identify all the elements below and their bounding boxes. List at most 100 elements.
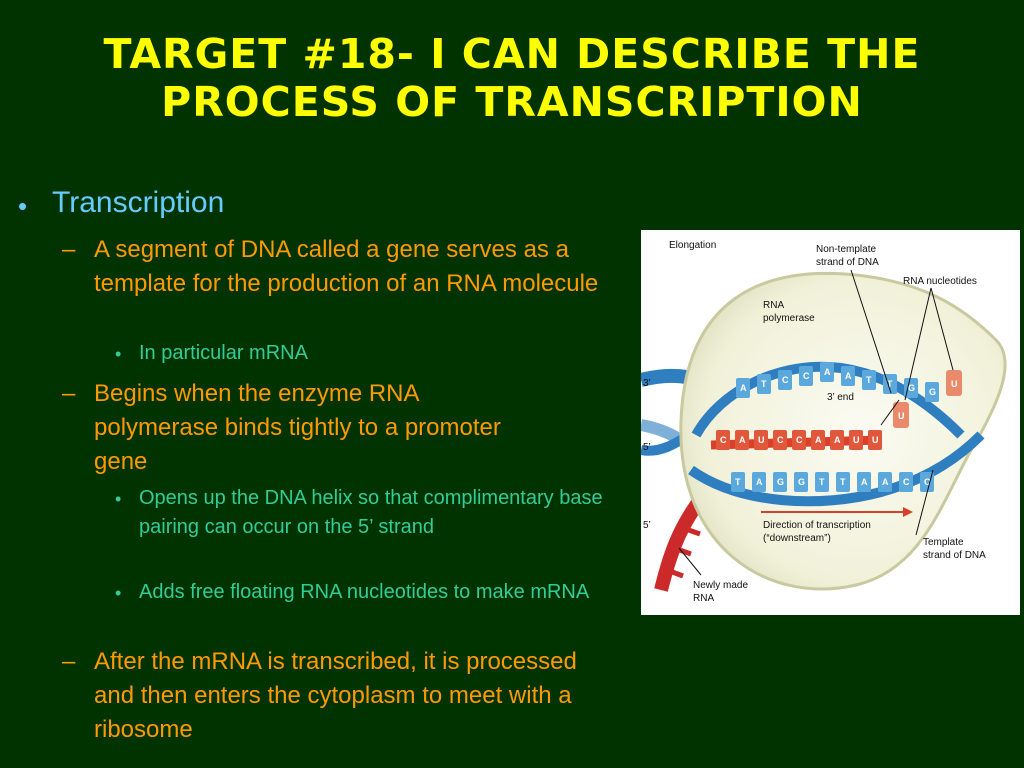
free-rna-nucleotide	[893, 402, 909, 428]
five-prime-label: 5’	[643, 442, 651, 453]
non-template-base-letter: A	[824, 367, 831, 377]
newly-made-rna-label-2: RNA	[693, 593, 714, 604]
rna-base-letter: U	[853, 435, 860, 445]
bullet-marker: •	[18, 191, 28, 221]
rna-nucleotides-label: RNA nucleotides	[903, 276, 977, 287]
template-base-letter: C	[924, 477, 931, 487]
template-base-letter: A	[756, 477, 763, 487]
title-line-1: Target #18- I can describe the	[103, 30, 921, 78]
template-base-letter: G	[777, 477, 784, 487]
direction-arrow-head	[903, 507, 913, 517]
non-template-base-tile	[736, 378, 750, 398]
bullet-begins-polymerase: Begins when the enzyme RNA polymerase bi…	[94, 380, 501, 475]
bullet-transcription: Transcription	[52, 186, 225, 219]
non-template-base-letter: A	[740, 383, 747, 393]
template-base-letter: C	[903, 477, 910, 487]
direction-label-2: (“downstream”)	[763, 533, 831, 544]
template-base-letter: T	[819, 477, 825, 487]
template-base-letter: T	[840, 477, 846, 487]
callout-lines	[678, 269, 954, 576]
template-base-tile	[920, 472, 934, 492]
rna-base-tile	[849, 430, 863, 450]
three-prime-label: 3’	[643, 378, 651, 389]
non-template-base-letter: C	[803, 371, 810, 381]
template-base-tile	[899, 472, 913, 492]
bullet-in-particular-mrna: In particular mRNA	[139, 342, 308, 364]
rna-base-letter: U	[872, 435, 879, 445]
template-base-letter: A	[861, 477, 868, 487]
template-base-tile	[794, 472, 808, 492]
rna-base-letter: U	[758, 435, 765, 445]
non-template-base-letter: T	[761, 379, 767, 389]
non-template-base-letter: T	[866, 375, 872, 385]
rna-base-letter: A	[739, 435, 746, 445]
rna-base-letter: C	[720, 435, 727, 445]
free-rna-nucleotide	[946, 370, 962, 396]
template-base-letter: A	[882, 477, 889, 487]
bullet-opens-helix: Opens up the DNA helix so that complimen…	[139, 487, 603, 538]
non-template-label-2: strand of DNA	[816, 257, 879, 268]
five-prime-label-rna: 5’	[643, 520, 651, 531]
non-template-label: Non-template	[816, 244, 876, 255]
template-base-tile	[836, 472, 850, 492]
direction-label: Direction of transcription	[763, 520, 871, 531]
template-base-tile	[815, 472, 829, 492]
rna-base-tile	[773, 430, 787, 450]
template-base-letter: G	[798, 477, 805, 487]
non-template-base-letter: G	[929, 387, 936, 397]
non-template-base-letter: C	[782, 375, 789, 385]
three-end-label: 3’ end	[827, 392, 854, 403]
non-template-base-letter: A	[845, 371, 852, 381]
sub-bullet-marker: •	[115, 583, 122, 603]
rna-base-tile	[792, 430, 806, 450]
non-template-base-tile	[820, 362, 834, 382]
elongation-label: Elongation	[669, 240, 716, 251]
rna-base-tile	[830, 430, 844, 450]
newly-made-rna-label: Newly made	[693, 580, 748, 591]
non-template-base-tile	[841, 366, 855, 386]
rna-base-letter: A	[815, 435, 822, 445]
non-template-base-tile	[799, 366, 813, 386]
sub-bullet-marker: •	[115, 344, 122, 364]
bullet-gene-template: A segment of DNA called a gene serves as…	[94, 236, 599, 297]
bullet-adds-nucleotides: Adds free floating RNA nucleotides to ma…	[139, 581, 590, 603]
rna-polymerase-label: RNA	[763, 300, 784, 311]
rna-base-letter: C	[796, 435, 803, 445]
dash-marker: –	[62, 236, 76, 263]
rna-base-letter: A	[834, 435, 841, 445]
non-template-base-tile	[904, 378, 918, 398]
rna-base-tile	[811, 430, 825, 450]
transcription-diagram: A T C C A A T T G G C A U C C A A U U T A G G T T A A C C U U Elon…	[641, 230, 1020, 615]
non-template-base-tile	[757, 374, 771, 394]
free-nucleotide-label: U	[898, 411, 905, 421]
free-nucleotide-label: U	[951, 379, 958, 389]
bullet-list: • Transcription – A segment of DNA calle…	[18, 186, 603, 743]
slide-title: Target #18- I can describe the process o…	[0, 30, 1024, 126]
title-line-2: process of transcription	[161, 78, 863, 126]
rna-base-tile	[735, 430, 749, 450]
template-base-tile	[752, 472, 766, 492]
dash-marker: –	[62, 380, 76, 407]
non-template-base-letter: G	[908, 383, 915, 393]
non-template-base-tile	[925, 382, 939, 402]
non-template-base-letter: T	[887, 379, 893, 389]
template-label-2: strand of DNA	[923, 550, 986, 561]
non-template-bases: A T C C A A T T G G	[736, 362, 939, 402]
rna-base-letter: C	[777, 435, 784, 445]
rna-base-tile	[868, 430, 882, 450]
transcription-diagram-svg: A T C C A A T T G G C A U C C A A U U T A G G T T A A C C U U Elon…	[641, 240, 1007, 604]
template-base-tile	[731, 472, 745, 492]
template-base-tile	[773, 472, 787, 492]
rna-base-tile	[754, 430, 768, 450]
template-base-tile	[857, 472, 871, 492]
template-base-letter: T	[735, 477, 741, 487]
rna-polymerase-label-2: polymerase	[763, 313, 815, 324]
bullet-after-mrna: After the mRNA is transcribed, it is pro…	[94, 648, 577, 743]
sub-bullet-marker: •	[115, 489, 122, 509]
rna-base-tile	[716, 430, 730, 450]
non-template-base-tile	[862, 370, 876, 390]
template-label: Template	[923, 537, 964, 548]
non-template-strand	[691, 361, 965, 439]
